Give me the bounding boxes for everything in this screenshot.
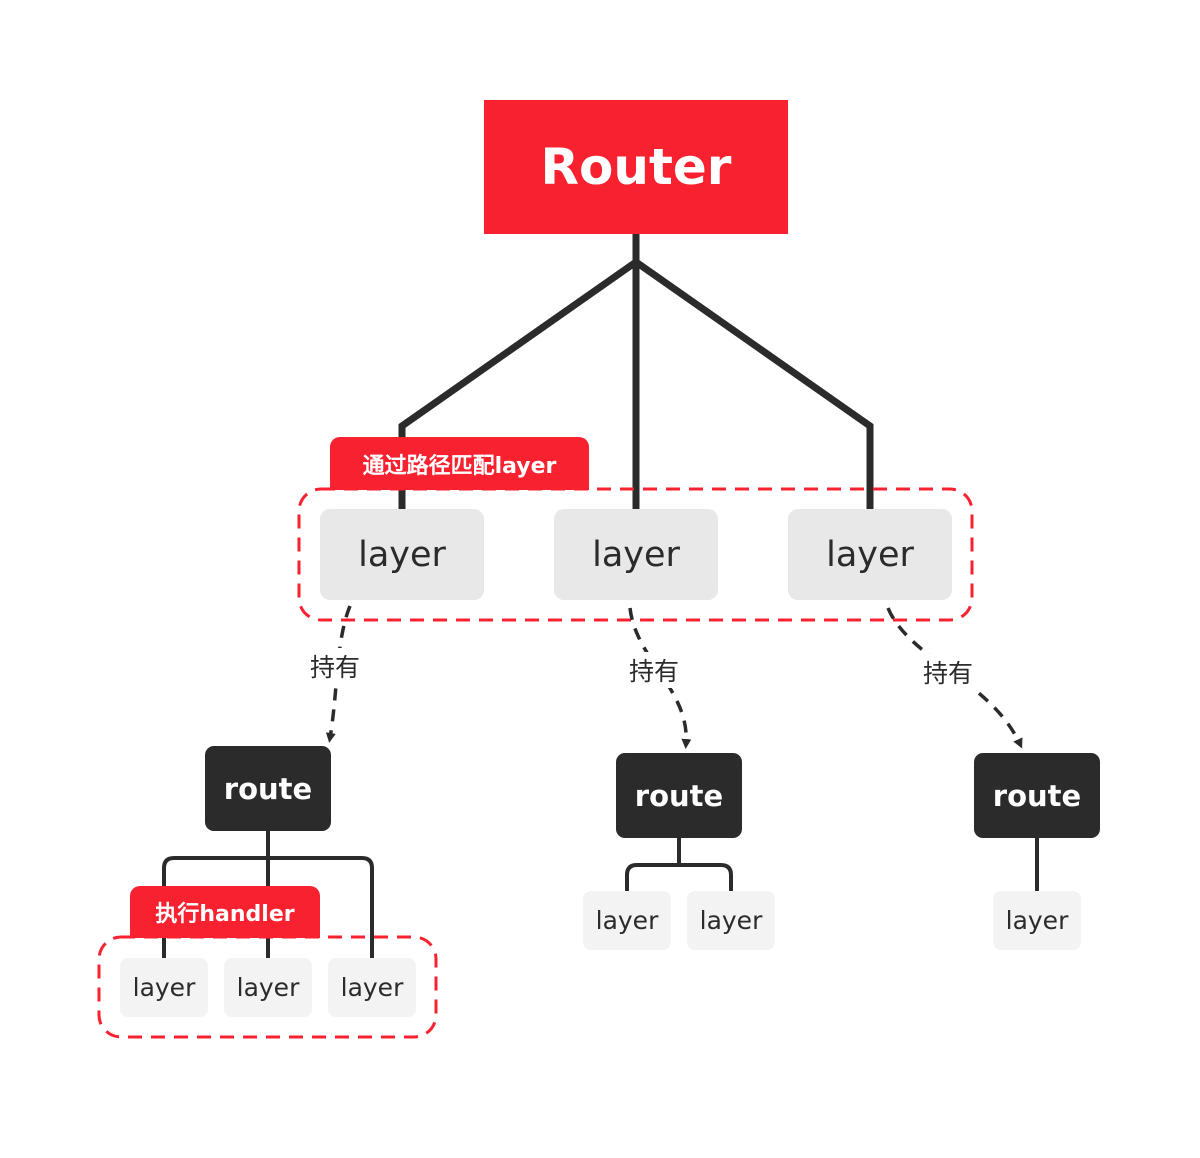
- router-label: Router: [540, 138, 732, 196]
- layer-label: layer: [236, 973, 300, 1002]
- layer-label: layer: [132, 973, 196, 1002]
- route-2-layer-2: layer: [687, 891, 775, 950]
- route-2-layer-1: layer: [583, 891, 671, 950]
- hold-label-1: 持有: [304, 648, 366, 684]
- router-to-layer-3-line: [633, 259, 874, 510]
- layer-box-1: layer: [320, 509, 484, 600]
- router-box: Router: [484, 100, 788, 234]
- hold-label-3: 持有: [917, 654, 979, 690]
- route-1-layer-3: layer: [328, 958, 416, 1017]
- route-1-layer-1: layer: [120, 958, 208, 1017]
- layer-box-3: layer: [788, 509, 952, 600]
- route-3-layer-1: layer: [993, 891, 1081, 950]
- layer-label: layer: [340, 973, 404, 1002]
- route-box-3: route: [974, 753, 1100, 838]
- layer-label: layer: [699, 906, 763, 935]
- layer-label: layer: [592, 534, 680, 575]
- match-layer-tag: 通过路径匹配layer: [330, 437, 589, 490]
- run-handler-tag-label: 执行handler: [155, 902, 295, 927]
- hold-label-2: 持有: [623, 652, 685, 688]
- route-label: route: [992, 778, 1082, 813]
- route-box-2: route: [616, 753, 742, 838]
- layer-box-2: layer: [554, 509, 718, 600]
- layer-label: layer: [358, 534, 446, 575]
- run-handler-tag: 执行handler: [130, 886, 320, 938]
- route-label: route: [634, 778, 724, 813]
- match-layer-tag-label: 通过路径匹配layer: [362, 453, 557, 479]
- layer-label: layer: [1005, 906, 1069, 935]
- hold-arrow-2: [628, 607, 692, 749]
- route-box-1: route: [205, 746, 331, 831]
- layer-label: layer: [826, 534, 914, 575]
- route-2-branches: [625, 838, 733, 893]
- route-label: route: [223, 771, 313, 806]
- layer-label: layer: [595, 906, 659, 935]
- route-1-layer-2: layer: [224, 958, 312, 1017]
